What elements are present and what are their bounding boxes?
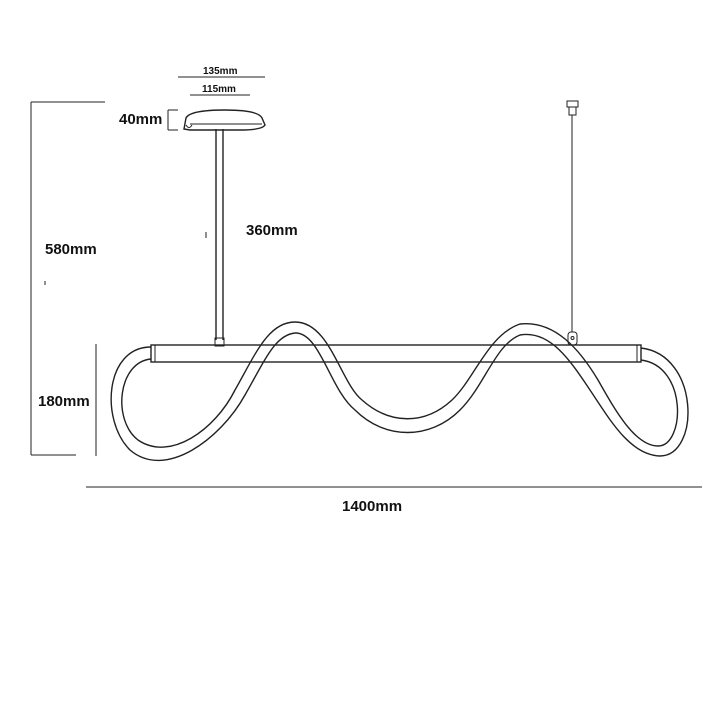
canopy-outer-width-label: 135mm <box>203 66 238 77</box>
rod-length-label: 360mm <box>246 222 298 239</box>
total-width-label: 1400mm <box>342 498 402 515</box>
lamp-bar <box>150 344 642 363</box>
canopy-height-dimension <box>167 109 178 131</box>
total-height-label: 580mm <box>45 241 97 258</box>
canopy-inner-width-label: 115mm <box>202 84 236 95</box>
suspension-rod <box>214 129 225 347</box>
total-height-dimension <box>30 101 105 456</box>
canopy-width-dimensions <box>178 76 265 96</box>
ceiling-canopy <box>183 109 266 131</box>
lamp-height-label: 180mm <box>38 393 90 410</box>
suspension-wire <box>566 100 579 346</box>
canopy-height-label: 40mm <box>119 111 162 128</box>
wavy-led-tube <box>110 321 689 462</box>
